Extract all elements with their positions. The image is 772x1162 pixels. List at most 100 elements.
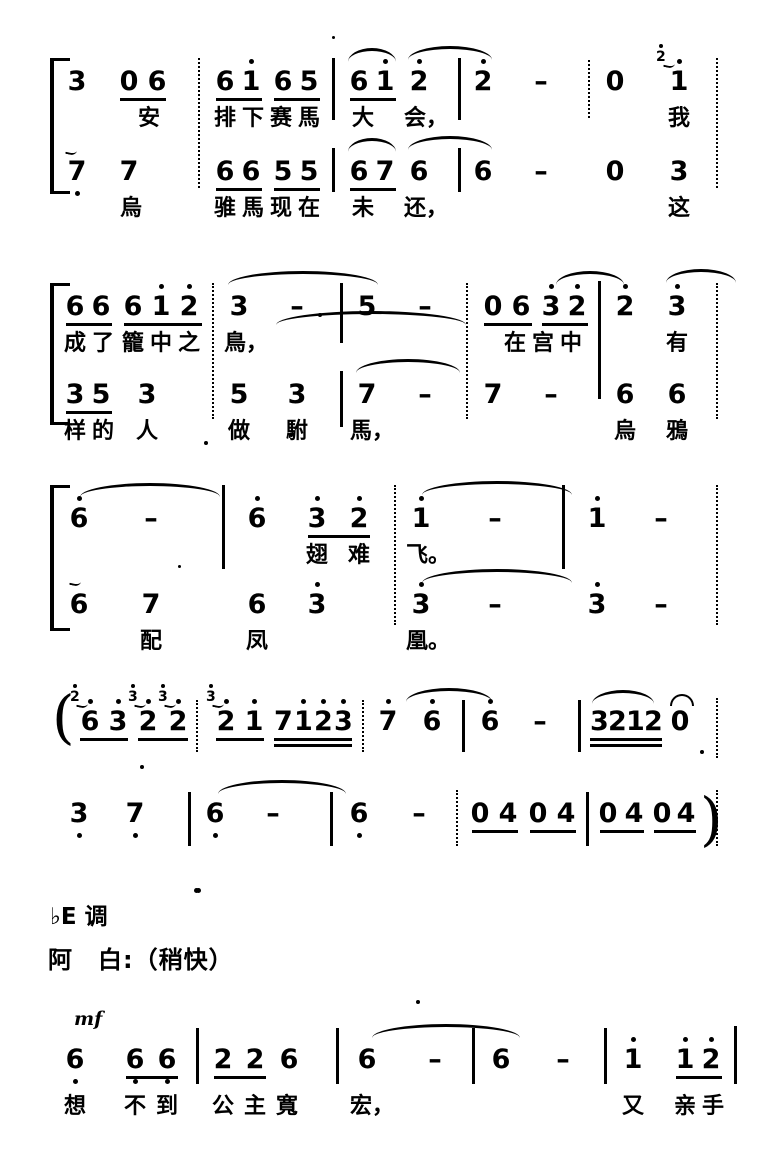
- lyric: 凤: [245, 629, 268, 654]
- note: 1: [626, 706, 645, 737]
- grace-note: 2: [656, 44, 676, 70]
- note: 2: [245, 1044, 265, 1075]
- note: 3: [67, 66, 87, 97]
- note: 1: [410, 496, 432, 532]
- lyric: 我: [667, 106, 690, 131]
- lyric: 配: [139, 629, 162, 654]
- beam: [472, 830, 518, 833]
- lyric: 籠: [121, 331, 144, 356]
- lyric: 翅: [305, 543, 328, 568]
- octave-dot-up: [682, 1037, 688, 1042]
- barline: [332, 148, 335, 192]
- note: 6: [615, 379, 635, 410]
- octave-dot-up: [314, 496, 320, 501]
- close-paren: ): [700, 785, 723, 853]
- beam: [590, 738, 662, 741]
- barline: [456, 790, 458, 846]
- note: 4: [676, 798, 696, 829]
- lyric: 凰。: [406, 629, 451, 654]
- note: 0: [670, 706, 690, 737]
- barline: [340, 371, 343, 427]
- beam: [124, 323, 202, 326]
- slur: [422, 569, 572, 583]
- note: 2: [566, 284, 588, 320]
- note: 3: [590, 706, 609, 737]
- octave-dot-up: [429, 699, 435, 704]
- note: 7: [378, 699, 398, 735]
- note: 6: [409, 156, 429, 187]
- octave-dot-down: [164, 1079, 170, 1084]
- note: 6: [68, 496, 90, 532]
- note: 6: [241, 156, 261, 187]
- lyric: 馬: [297, 106, 320, 131]
- barline: [716, 283, 718, 419]
- beam: [484, 323, 532, 326]
- beam: [216, 738, 264, 741]
- note-dash: –: [290, 291, 304, 322]
- speaker-cue: 阿 白:（稍快）: [48, 946, 234, 974]
- lyric: 不: [123, 1094, 146, 1119]
- note: 5: [299, 66, 319, 97]
- lyric: 这: [667, 196, 690, 221]
- note: 1: [674, 1037, 696, 1073]
- note: 2: [216, 699, 236, 735]
- octave-dot-up: [130, 684, 135, 688]
- note: 3: [306, 496, 328, 532]
- note-dash: –: [534, 156, 548, 187]
- octave-dot-down: [212, 833, 218, 838]
- lyric: 了: [91, 331, 114, 356]
- note-dash: –: [412, 798, 426, 829]
- octave-dot-down: [132, 1079, 138, 1084]
- dynamic-mf: mf: [74, 1008, 103, 1030]
- octave-dot-up: [87, 699, 93, 704]
- note: 6: [357, 1044, 377, 1075]
- barline: [332, 58, 335, 120]
- octave-dot-up: [594, 496, 600, 501]
- slur: [666, 269, 736, 283]
- octave-dot-up: [574, 284, 580, 289]
- note-dash: –: [654, 589, 668, 620]
- octave-dot-down: [76, 833, 82, 838]
- ink-speck: [140, 765, 144, 769]
- octave-dot-up: [314, 582, 320, 587]
- lyric: 馬，: [350, 419, 395, 444]
- octave-dot-up: [487, 699, 493, 704]
- barline: [458, 148, 461, 192]
- ink-speck: [318, 313, 322, 317]
- beam: [66, 323, 112, 326]
- note: 6: [156, 1046, 178, 1084]
- lyric: 烏: [613, 419, 636, 444]
- note: 2: [614, 284, 636, 320]
- slur: [348, 48, 396, 62]
- note: 6: [667, 379, 687, 410]
- note: 4: [498, 798, 518, 829]
- ink-speck: [700, 750, 704, 754]
- system-2: 6 6 6 1 2 成 了 籠 中 之 3 – 鳥， 5 – 0 6 3 2 在…: [0, 215, 772, 460]
- lyric: 寬: [275, 1094, 298, 1119]
- note: 7: [66, 158, 88, 196]
- note: 6: [422, 699, 442, 735]
- octave-dot-up: [320, 699, 326, 704]
- octave-dot-up: [300, 699, 306, 704]
- barline: [604, 1028, 607, 1084]
- note: 3: [540, 284, 562, 320]
- grace-note: 3: [158, 684, 177, 710]
- slur: [348, 138, 396, 152]
- slur: [556, 271, 624, 285]
- note: 6: [348, 800, 370, 838]
- lyric: 现: [269, 196, 292, 221]
- octave-dot-up: [658, 44, 663, 48]
- octave-dot-up: [708, 1037, 714, 1042]
- note: 7: [375, 156, 395, 187]
- note: 3: [108, 699, 128, 735]
- lyric: 烏: [119, 196, 142, 221]
- grace-note: 3: [128, 684, 147, 710]
- note: 3: [65, 379, 85, 410]
- lyric: 公: [211, 1094, 234, 1119]
- octave-dot-up: [115, 699, 121, 704]
- note: 6: [215, 66, 235, 97]
- octave-dot-up: [175, 699, 181, 704]
- lyric: 手: [701, 1094, 724, 1119]
- note-dash: –: [418, 379, 432, 410]
- beam: [274, 744, 352, 747]
